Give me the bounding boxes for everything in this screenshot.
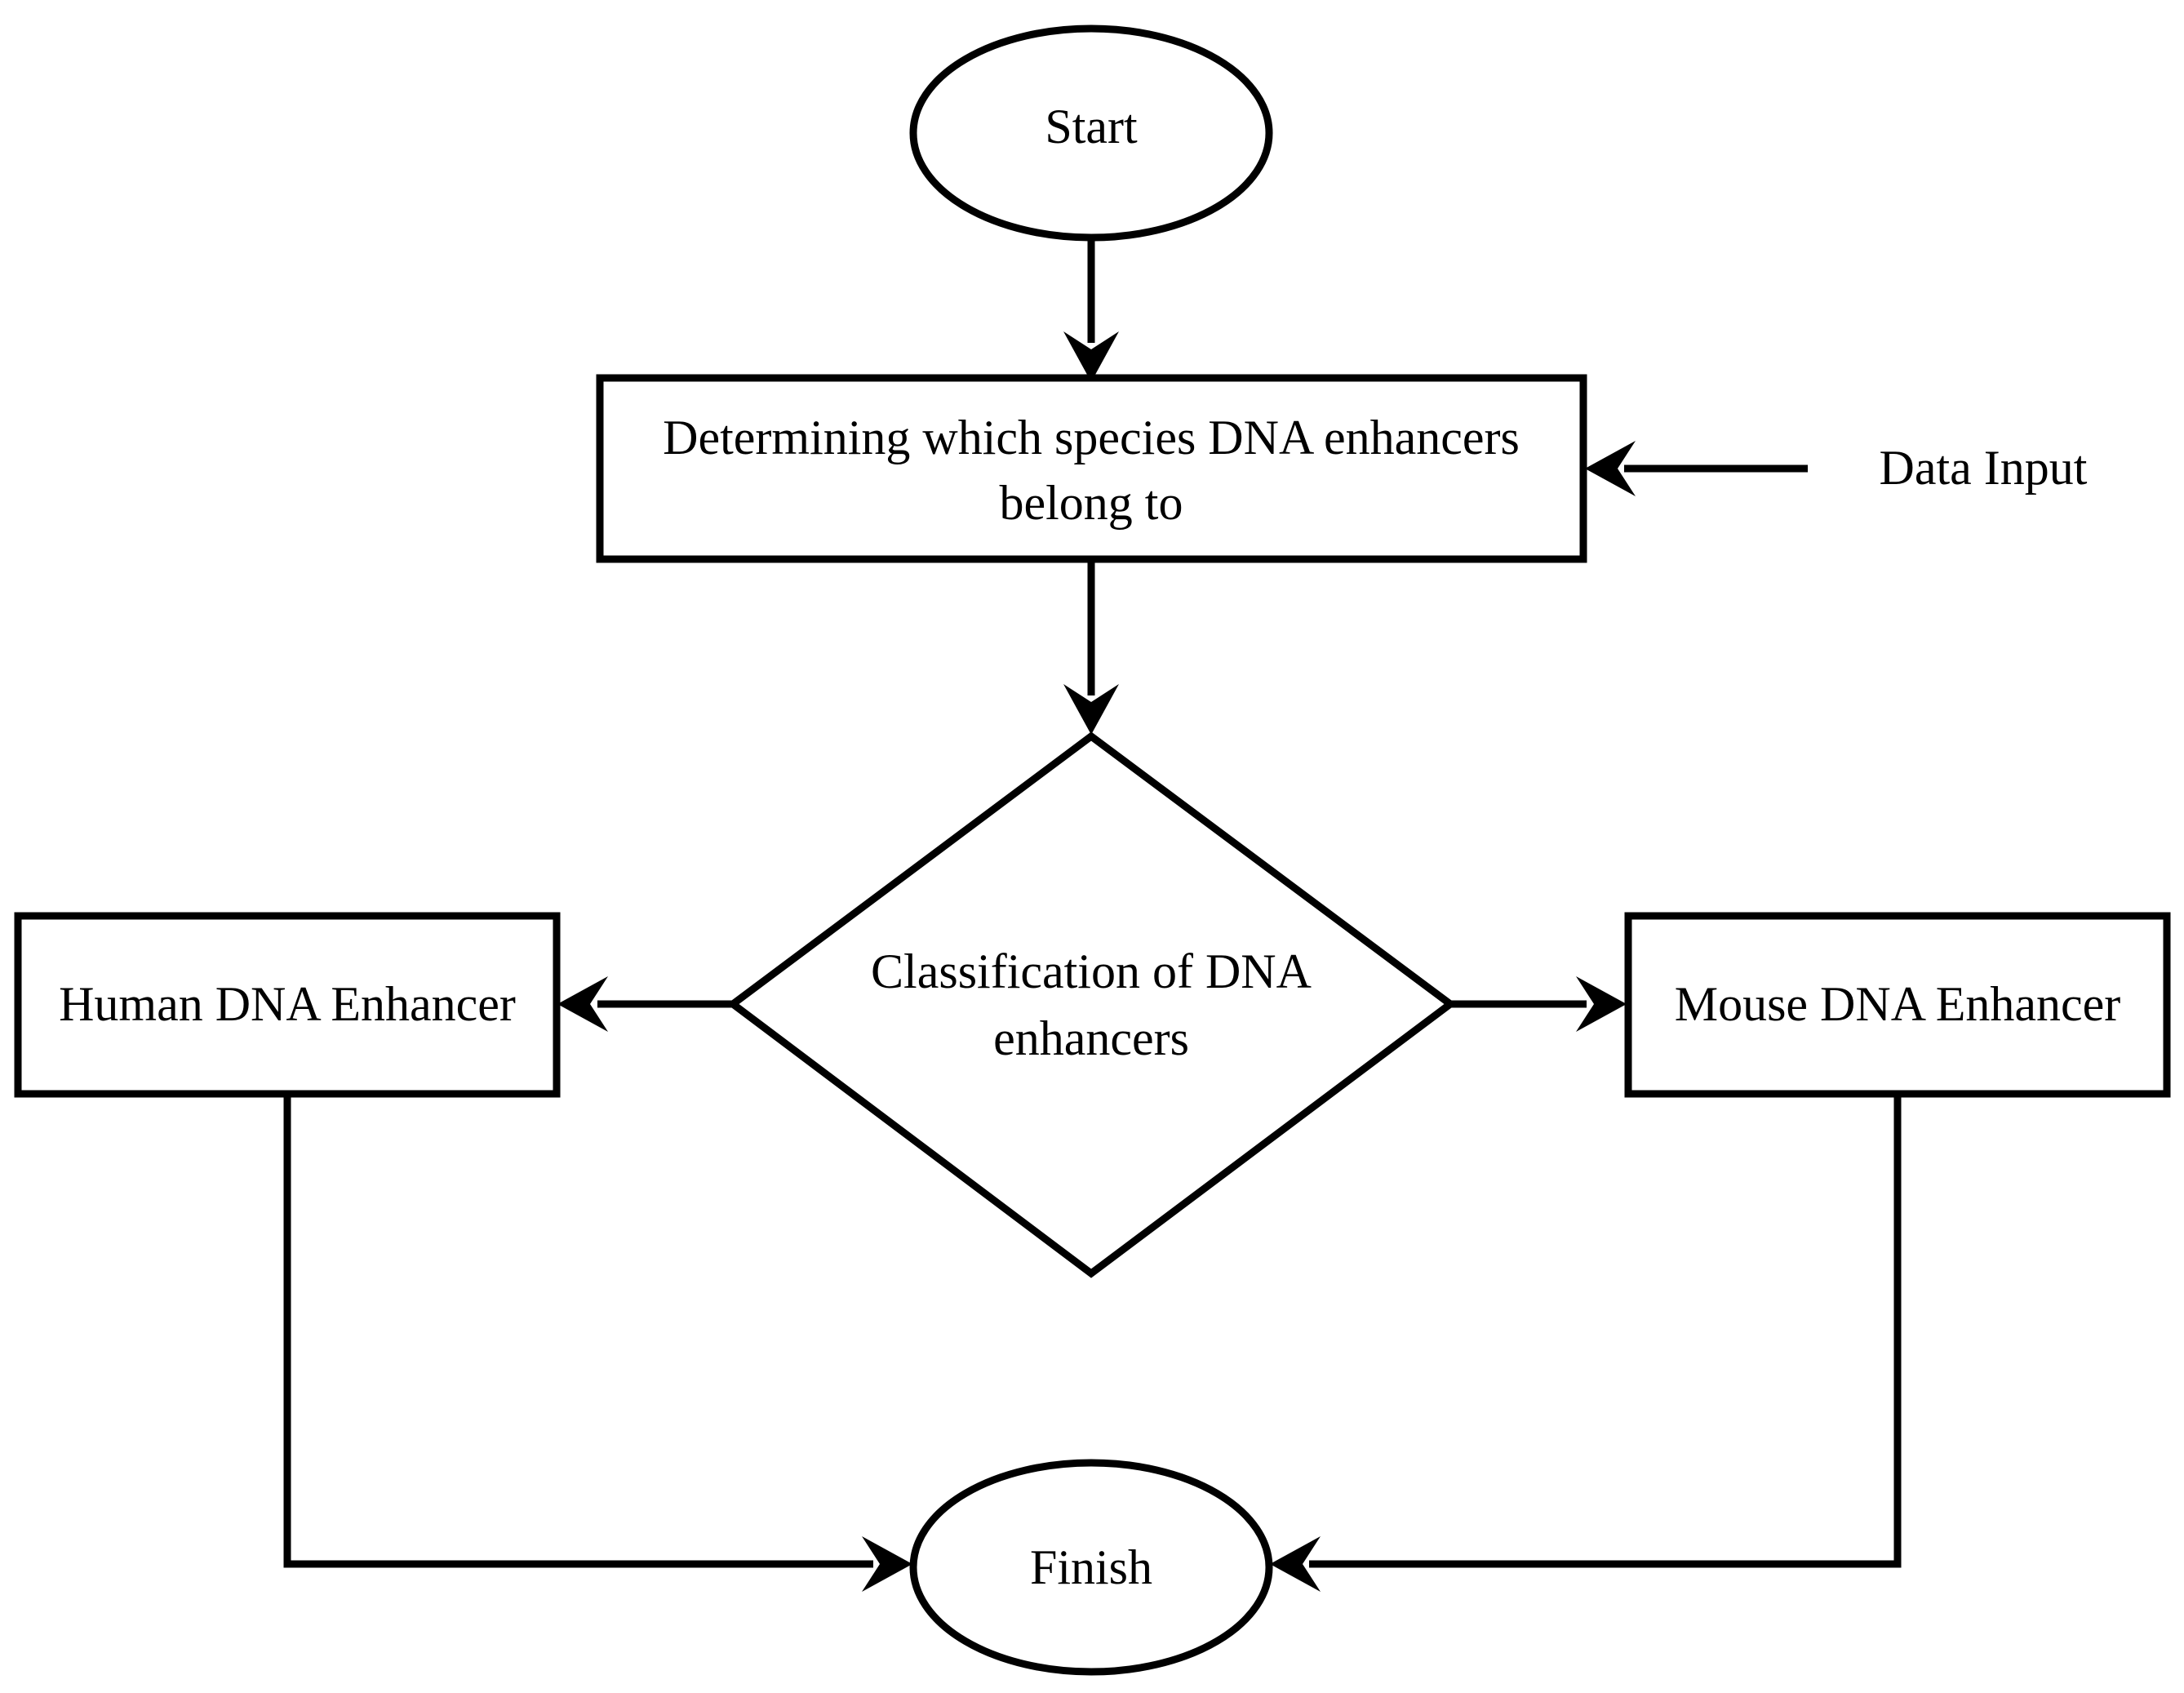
human-enhancer-box bbox=[14, 912, 561, 1098]
arrow-classify-to-mouse bbox=[1450, 976, 1627, 1032]
arrowhead bbox=[1576, 976, 1627, 1032]
finish-node: Finish bbox=[909, 1459, 1273, 1676]
determine-species-label-line2: belong to bbox=[1000, 476, 1183, 530]
arrow-start-to-determine bbox=[1063, 238, 1119, 382]
arrowhead bbox=[1063, 684, 1119, 735]
classification-diamond bbox=[726, 731, 1457, 1278]
finish-label: Finish bbox=[1030, 1540, 1152, 1594]
determine-species-label: Determining which species DNA enhancers bbox=[663, 411, 1520, 464]
arrowhead bbox=[862, 1536, 912, 1592]
arrow-mouse-to-finish bbox=[1270, 1094, 1902, 1592]
arrow-data-input bbox=[1585, 441, 1808, 496]
determine-species-box bbox=[596, 374, 1587, 563]
finish-ellipse bbox=[909, 1459, 1273, 1676]
arrow-human-to-finish bbox=[283, 1094, 912, 1592]
data-input-label: Data Input bbox=[1880, 441, 2088, 495]
mouse-enhancer-label: Mouse DNA Enhancer bbox=[1675, 977, 2121, 1031]
arrowhead bbox=[1585, 441, 1636, 496]
classification-label-line2: enhancers bbox=[993, 1011, 1189, 1065]
mouse-enhancer-node: Mouse DNA Enhancer bbox=[1624, 912, 2171, 1098]
human-enhancer-node: Human DNA Enhancer bbox=[14, 912, 561, 1098]
classification-node: Classification of DNA enhancers bbox=[726, 731, 1457, 1278]
classification-label: Classification of DNA bbox=[871, 944, 1312, 998]
start-label: Start bbox=[1045, 100, 1138, 153]
arrow-determine-to-classify bbox=[1063, 559, 1119, 735]
arrow-classify-to-human bbox=[557, 976, 733, 1032]
determine-species-node: Determining which species DNA enhancers … bbox=[596, 374, 1587, 563]
arrowhead bbox=[1063, 331, 1119, 382]
human-enhancer-label: Human DNA Enhancer bbox=[59, 977, 516, 1031]
start-node: Start bbox=[909, 24, 1273, 242]
arrowhead bbox=[1270, 1536, 1321, 1592]
arrowhead bbox=[557, 976, 608, 1032]
